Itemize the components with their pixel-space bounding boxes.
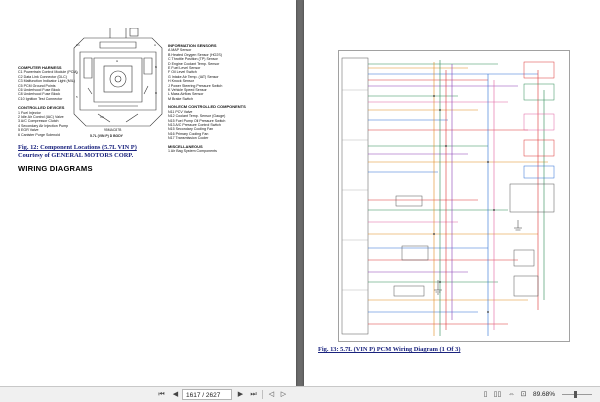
figure-code: 95MAC87B [104, 128, 122, 132]
figure-caption: Fig. 13: 5.7L (VIN P) PCM Wiring Diagram… [318, 346, 461, 353]
legend-heading: MISCELLANEOUS [168, 143, 203, 149]
legend-item: A MAP Sensor [168, 48, 192, 53]
two-page-view-icon[interactable]: ▯▯ [493, 391, 502, 398]
zoom-slider-handle[interactable] [574, 391, 578, 398]
legend-item: 4 Secondary Air Injection Pump [18, 123, 69, 128]
legend-heading: COMPUTER HARNESS [18, 65, 62, 70]
first-page-icon[interactable]: ⏮ [158, 391, 165, 398]
current-page: 1617 [186, 392, 201, 399]
last-page-icon[interactable]: ⏭ [250, 391, 257, 398]
legend-item: N15 Secondary Cooling Fan [168, 127, 214, 132]
separator [262, 390, 263, 399]
legend-item: C Throttle Position (TP) Sensor [168, 57, 218, 62]
legend-item: N12 Coolant Temp. Sensor (Gauge) [168, 114, 226, 119]
component-location-illustration: C1 A 2 B 5 D H C6 [73, 28, 163, 127]
legend-heading: CONTROLLED DEVICES [18, 105, 65, 111]
legend-item: F Oil Level Switch [168, 70, 197, 75]
document-page-left: C1 A 2 B 5 D H C6 95MAC87B 5.7L (VIN P) D BO… [0, 0, 296, 386]
svg-text:C6: C6 [100, 115, 104, 119]
single-page-view-icon[interactable]: ▯ [483, 391, 488, 398]
legend-item: N11 PCV Valve [168, 109, 193, 114]
legend-item: 3 A/C Compressor Clutch [18, 119, 59, 124]
legend-item: 2 Idle Air Control (IAC) Valve [18, 115, 64, 120]
legend-heading: NON-ECM CONTROLLED COMPONENTS [168, 104, 246, 110]
viewer-statusbar: ⏮ ◀ 1617 / 2627 ▶ ⏭ ◁ ▷ ▯ ▯▯ ⇔ ⊡ 89.68% [0, 386, 600, 402]
legend-item: C10 Ignition Test Connector [18, 96, 63, 101]
legend-item: N15 Fuel Pump Oil Pressure Switch [168, 118, 226, 123]
legend-item: M Brake Switch [168, 96, 193, 101]
legend-item: H Knock Sensor [168, 79, 194, 84]
back-icon[interactable]: ◁ [268, 391, 275, 398]
svg-text:B: B [155, 65, 157, 69]
legend-item: 5 EGR Valve [18, 128, 39, 133]
legend-item: C3 Malfunction Indicator Light (MIL) [18, 79, 75, 84]
legend-item: 6 Canister Purge Solenoid [18, 132, 60, 137]
legend-item: D Engine Coolant Temp. Sensor [168, 61, 220, 66]
legend-item: N16 Primary Cooling Fan [168, 131, 209, 136]
fit-page-icon[interactable]: ⊡ [520, 391, 527, 398]
legend-item: E Fuel Level Sensor [168, 66, 201, 71]
legend-item: C5 PCM Ground Points [18, 83, 56, 88]
document-page-right: Fig. 13: 5.7L (VIN P) PCM Wiring Diagram… [304, 0, 600, 386]
svg-text:5: 5 [76, 95, 78, 99]
next-page-icon[interactable]: ▶ [237, 391, 244, 398]
fit-width-icon[interactable]: ⇔ [508, 391, 515, 398]
legend-left: COMPUTER HARNESS C1 Powertrain Control M… [18, 65, 78, 137]
legend-item: G Intake Air Temp. (IAT) Sensor [168, 74, 219, 79]
legend-item: 1 Air Bag System Components [168, 148, 217, 153]
figure-caption: Fig. 12: Component Locations (5.7L VIN P… [18, 144, 137, 151]
legend-item: J Power Steering Pressure Switch [168, 83, 223, 88]
zoom-level[interactable]: 89.68% [533, 391, 556, 398]
section-heading: WIRING DIAGRAMS [18, 164, 93, 173]
forward-icon[interactable]: ▷ [280, 391, 287, 398]
legend-item: N13 A/C Pressure Control Switch [168, 122, 221, 127]
wiring-diagram [338, 50, 570, 342]
legend-item: C2 Data Link Connector (DLC) [18, 74, 67, 79]
legend-item: C1 Powertrain Control Module (PCM) [18, 70, 78, 75]
legend-item: L Mass Airflow Sensor [168, 92, 204, 97]
figure-label: 5.7L (VIN P) D BODY [90, 134, 123, 138]
legend-right: INFORMATION SENSORS A MAP Sensor B Heate… [168, 43, 246, 153]
page-total: / 2627 [202, 392, 221, 399]
legend-item: C6 Underhood Fuse Block [18, 88, 61, 93]
legend-item: C8 Underhood Fuse Block [18, 92, 61, 97]
legend-heading: INFORMATION SENSORS [168, 43, 217, 48]
svg-text:D: D [155, 91, 158, 95]
figure-credit: Courtesy of GENERAL MOTORS CORP. [18, 152, 134, 159]
legend-item: K Vehicle Speed Sensor [168, 88, 207, 93]
svg-text:C1: C1 [76, 43, 80, 47]
legend-item: N17 Transmission Cooler [168, 136, 209, 141]
page-number-field[interactable]: 1617 / 2627 [182, 389, 232, 400]
svg-text:H: H [116, 59, 118, 63]
svg-text:2: 2 [76, 71, 78, 75]
legend-item: 1 Fuel Injector [18, 110, 41, 115]
svg-text:A: A [154, 43, 156, 47]
legend-item: B Heated Oxygen Sensor (HO2S) [168, 52, 222, 57]
previous-page-icon[interactable]: ◀ [172, 391, 179, 398]
